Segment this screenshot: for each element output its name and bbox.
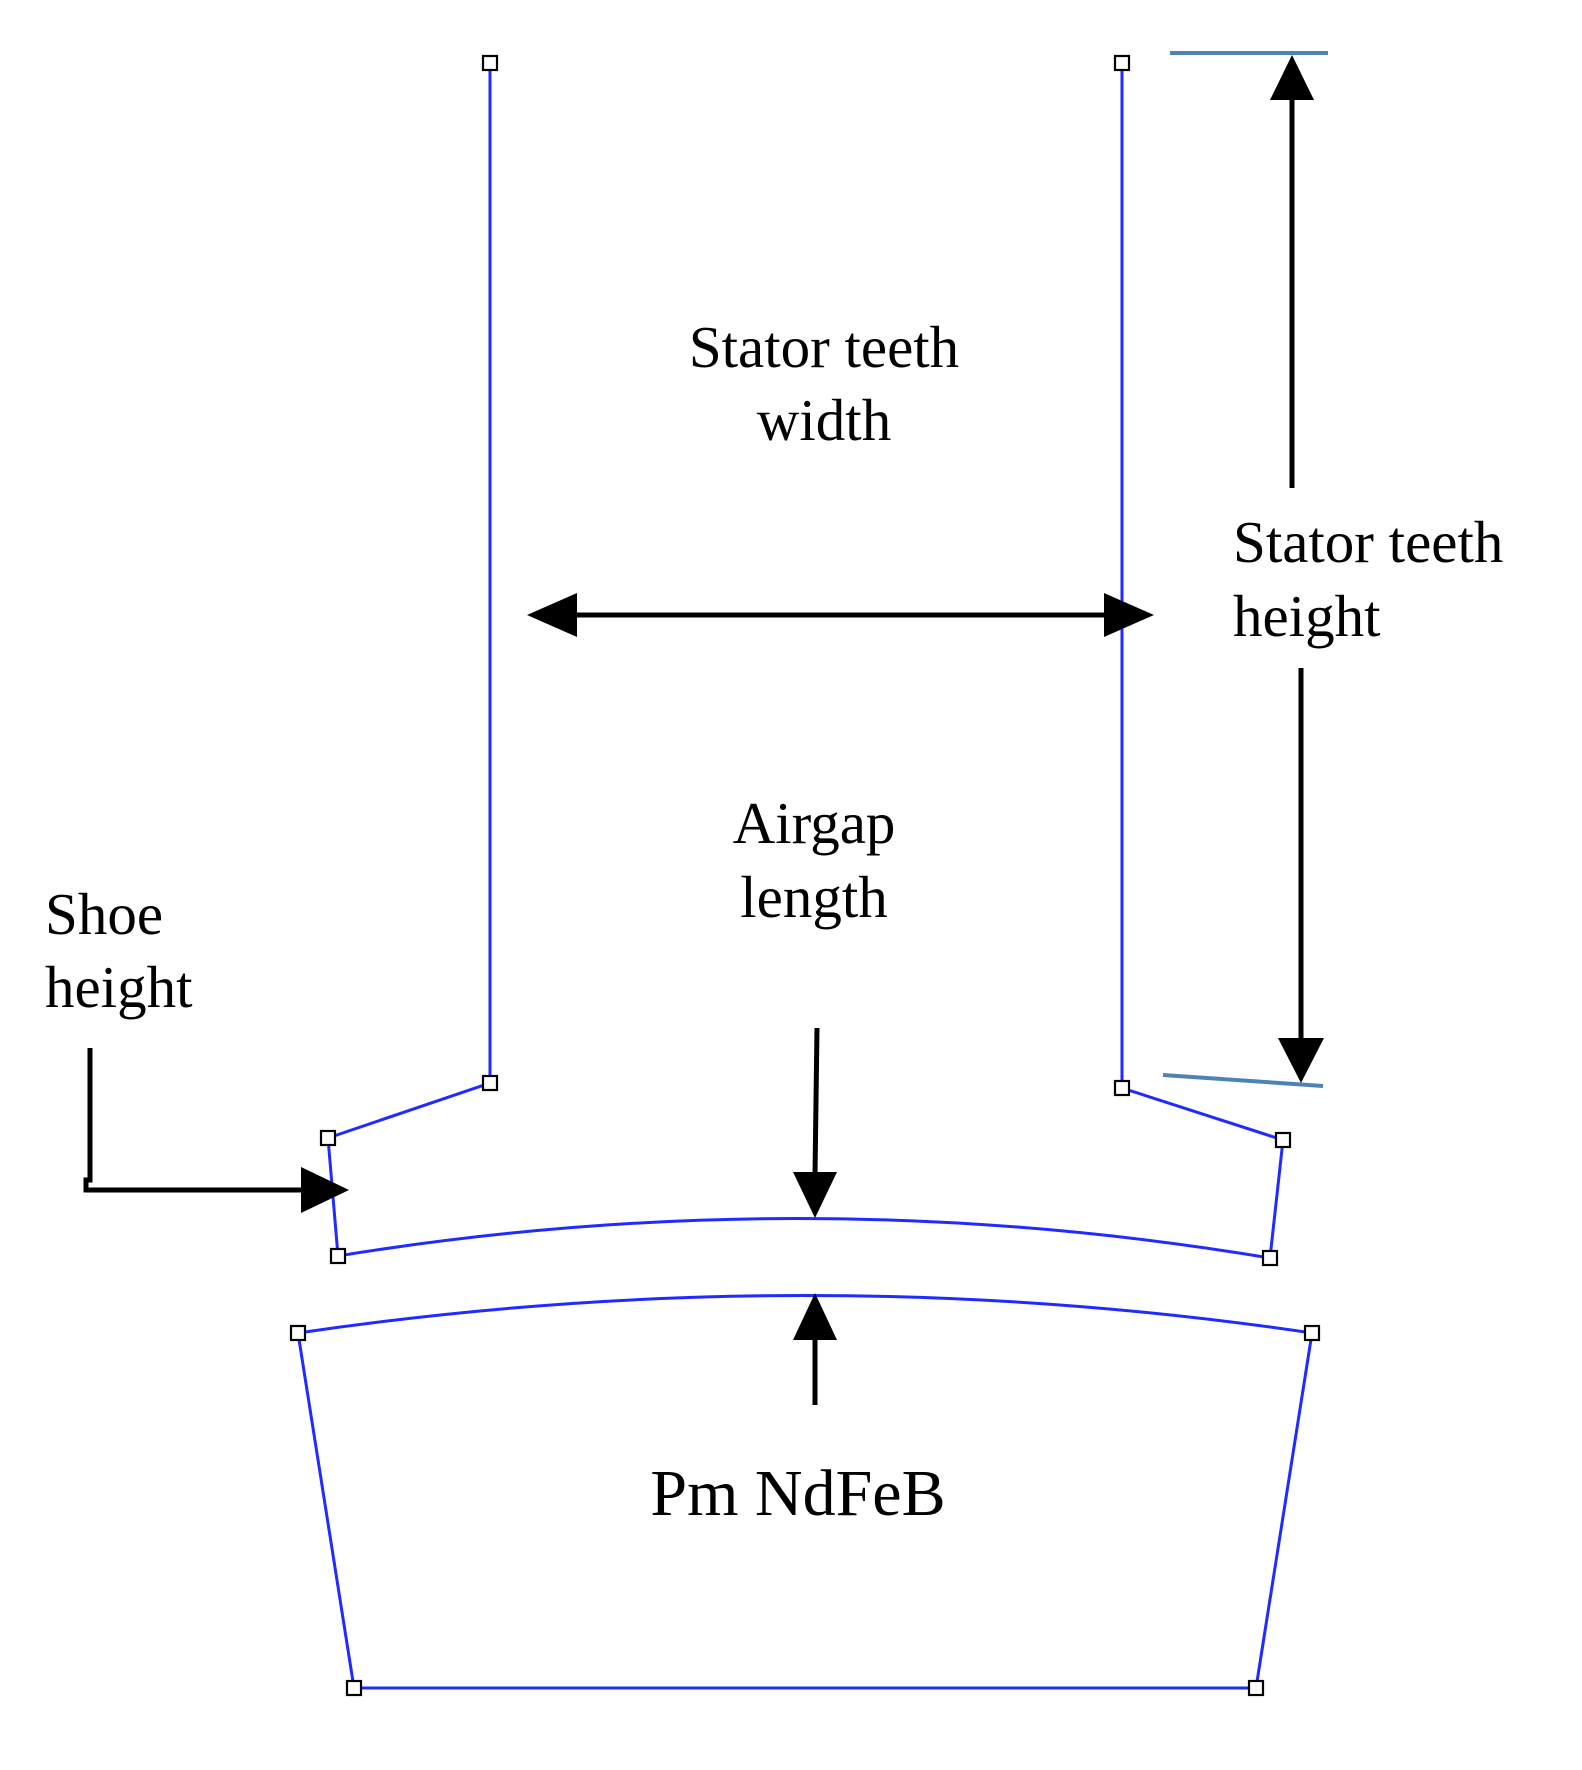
width-arrowhead-right [1104,593,1154,637]
magnet-top-arc [297,1294,1313,1335]
airgap-arrowhead-down [793,1172,837,1218]
stator-tooth-left-edge [326,63,492,1257]
stator-teeth-height-label-line2: height [1233,583,1381,649]
vertex-marker [345,1679,363,1697]
vertex-marker [1113,54,1131,72]
magnet-sides-bottom [296,1332,1314,1690]
width-arrowhead-left [527,593,577,637]
vertex-marker [289,1324,307,1342]
stator-teeth-width-label-line1: Stator teeth [689,314,959,380]
vertex-marker [1261,1249,1279,1267]
shoe-height-label-line1: Shoe [45,881,163,947]
height-arrowhead-down [1278,1038,1324,1083]
shoe-height-label-line2: height [45,954,193,1020]
airgap-length-label-line1: Airgap [733,790,896,856]
vertex-markers [289,54,1321,1697]
vertex-marker [329,1247,347,1265]
magnet-label: Pm NdFeB [650,1457,945,1530]
stator-teeth-width-dimension [527,593,1154,637]
vertex-marker [1113,1079,1131,1097]
stator-shoe-arc [337,1217,1271,1260]
vertex-marker [481,1074,499,1092]
shoe-height-arrowhead-right [301,1167,349,1213]
airgap-arrow-shaft-upper [812,1027,820,1176]
stator-teeth-height-dimension [1162,51,1328,1088]
stator-teeth-height-label-line1: Stator teeth [1233,509,1503,575]
height-arrowhead-up [1270,55,1314,100]
airgap-arrowhead-up [793,1293,837,1340]
magnet-outline [296,1294,1314,1690]
vertex-marker [1274,1131,1292,1149]
height-extension-line-bottom [1162,1073,1324,1088]
shoe-height-dimension [83,1048,349,1213]
stator-tooth-outline [326,63,1285,1260]
airgap-length-dimension [793,1027,837,1405]
vertex-marker [1303,1324,1321,1342]
airgap-length-label-line2: length [740,864,887,930]
stator-teeth-width-label-line2: width [757,387,891,453]
vertex-marker [481,54,499,72]
stator-tooth-right-edge [1120,63,1285,1259]
shoe-height-leader [83,1048,305,1193]
vertex-marker [319,1129,337,1147]
vertex-marker [1247,1679,1265,1697]
